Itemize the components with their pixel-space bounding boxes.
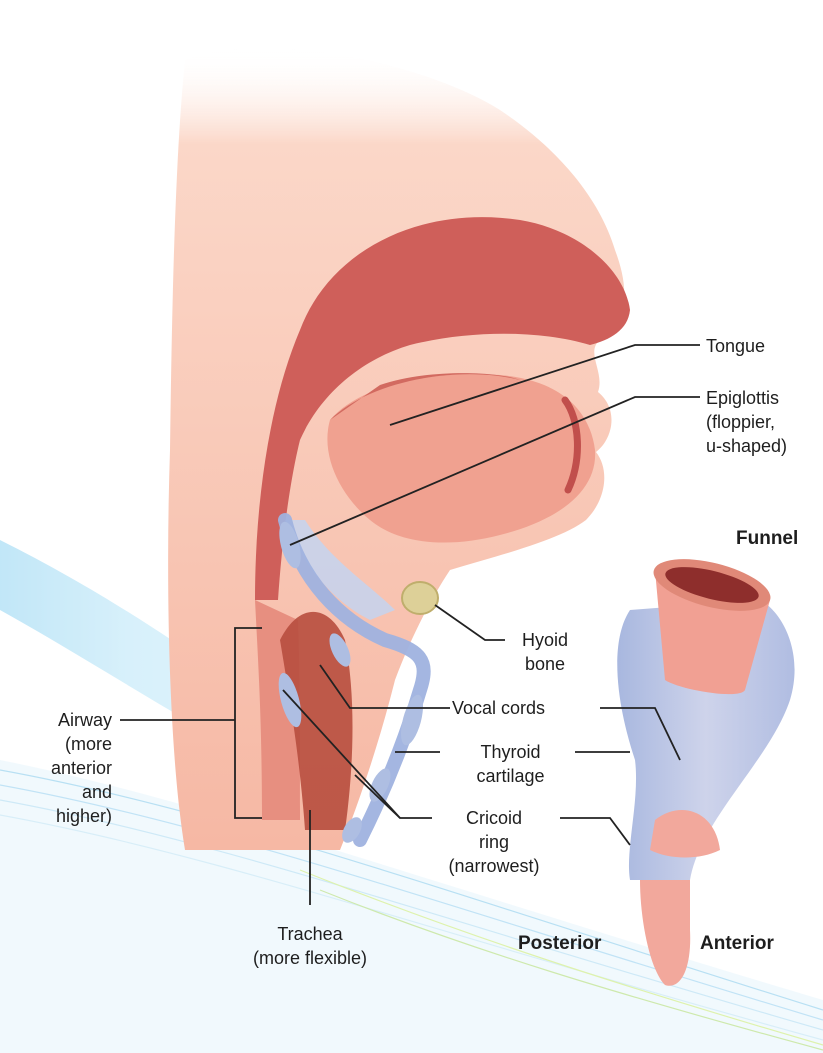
label-anterior: Anterior — [700, 932, 774, 956]
leader-cricoid-model — [560, 818, 630, 845]
label-cricoid-ring: Cricoid ring (narrowest) — [426, 806, 562, 878]
label-hyoid-bone: Hyoid bone — [510, 628, 580, 676]
label-funnel: Funnel — [736, 527, 798, 551]
label-vocal-cords: Vocal cords — [452, 696, 545, 720]
hyoid-bone — [402, 582, 438, 614]
funnel-larynx-model — [617, 549, 794, 986]
label-epiglottis: Epiglottis (floppier, u-shaped) — [706, 386, 787, 458]
label-thyroid-cartilage: Thyroid cartilage — [448, 740, 573, 788]
label-airway: Airway (more anterior and higher) — [0, 708, 112, 828]
label-trachea: Trachea (more flexible) — [220, 922, 400, 970]
leader-hyoid — [435, 605, 505, 640]
label-tongue: Tongue — [706, 334, 765, 358]
label-posterior: Posterior — [518, 932, 601, 956]
